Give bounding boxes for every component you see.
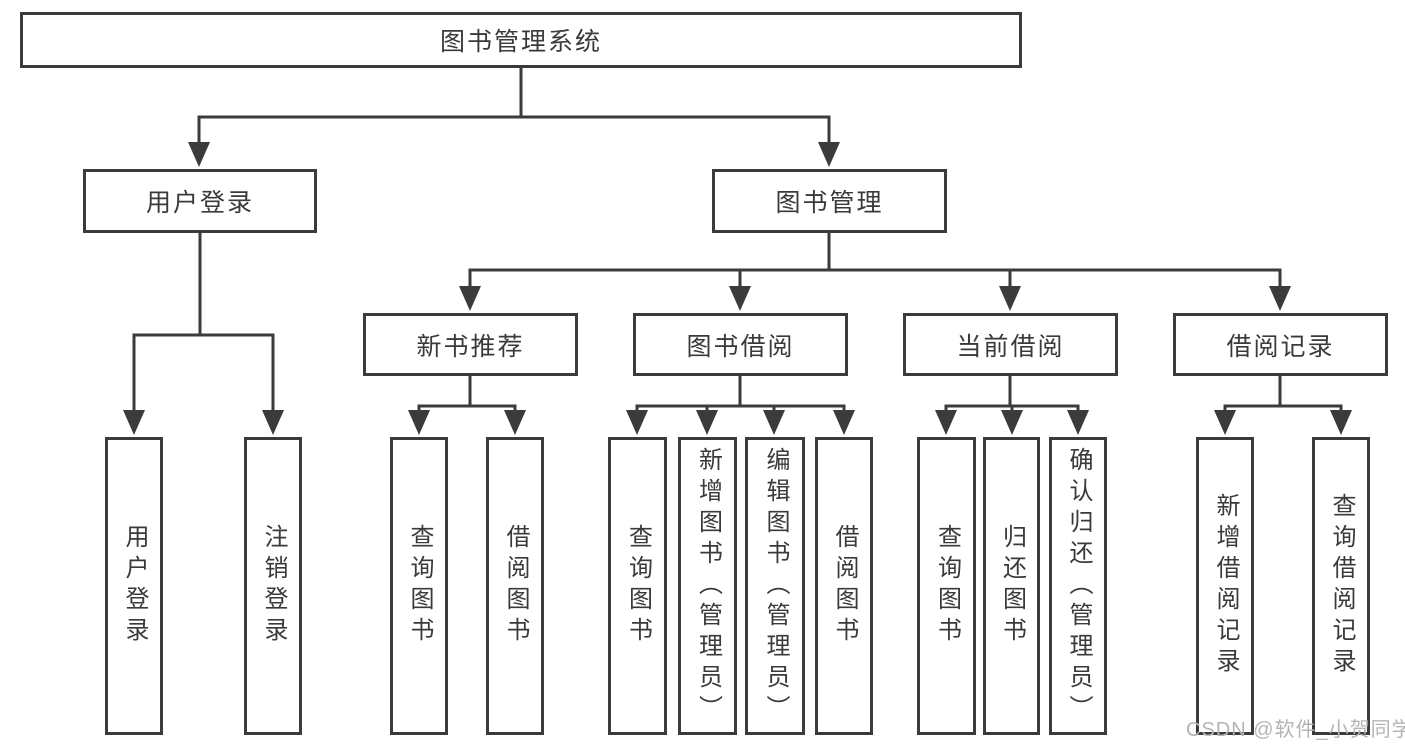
leaf-borrow-borrow-books-label: 借阅图书 xyxy=(831,524,858,648)
leaf-newbooks-query-books: 查询图书 xyxy=(390,437,448,735)
leaf-borrow-add-books-admin-label: 新增图书（管理员） xyxy=(694,446,722,726)
node-user-login: 用户登录 xyxy=(83,169,317,233)
leaf-borrow-query-books: 查询图书 xyxy=(608,437,667,735)
leaf-current-query-books: 查询图书 xyxy=(917,437,976,735)
leaf-logout-login-label: 注销登录 xyxy=(260,524,287,648)
leaf-current-return-books-label: 归还图书 xyxy=(998,524,1026,648)
node-root: 图书管理系统 xyxy=(20,12,1022,68)
leaf-current-confirm-return-admin: 确认归还（管理员） xyxy=(1049,437,1107,735)
node-borrow-records: 借阅记录 xyxy=(1173,313,1388,376)
arrowheads xyxy=(123,142,1352,435)
node-book-borrow: 图书借阅 xyxy=(633,313,848,376)
leaf-records-add-record: 新增借阅记录 xyxy=(1196,437,1254,735)
leaf-user-login: 用户登录 xyxy=(105,437,163,735)
leaf-user-login-label: 用户登录 xyxy=(121,524,148,648)
leaf-newbooks-borrow-books: 借阅图书 xyxy=(486,437,544,735)
leaf-records-query-record-label: 查询借阅记录 xyxy=(1328,493,1355,679)
leaf-borrow-borrow-books: 借阅图书 xyxy=(815,437,873,735)
leaf-borrow-add-books-admin: 新增图书（管理员） xyxy=(678,437,737,735)
leaf-borrow-edit-books-admin: 编辑图书（管理员） xyxy=(745,437,805,735)
leaf-current-query-books-label: 查询图书 xyxy=(933,524,961,648)
leaf-borrow-edit-books-admin-label: 编辑图书（管理员） xyxy=(762,446,789,726)
leaf-logout-login: 注销登录 xyxy=(244,437,302,735)
leaf-current-return-books: 归还图书 xyxy=(983,437,1040,735)
node-current-borrow: 当前借阅 xyxy=(903,313,1118,376)
node-book-management: 图书管理 xyxy=(712,169,947,233)
leaf-records-query-record: 查询借阅记录 xyxy=(1312,437,1370,735)
csdn-watermark: CSDN @软件_小贺同学 xyxy=(1186,719,1405,741)
leaf-borrow-query-books-label: 查询图书 xyxy=(624,524,652,648)
leaf-newbooks-query-books-label: 查询图书 xyxy=(406,524,433,648)
leaf-current-confirm-return-admin-label: 确认归还（管理员） xyxy=(1065,446,1092,726)
leaf-records-add-record-label: 新增借阅记录 xyxy=(1212,493,1239,679)
node-new-book-recommend: 新书推荐 xyxy=(363,313,578,376)
leaf-newbooks-borrow-books-label: 借阅图书 xyxy=(502,524,529,648)
